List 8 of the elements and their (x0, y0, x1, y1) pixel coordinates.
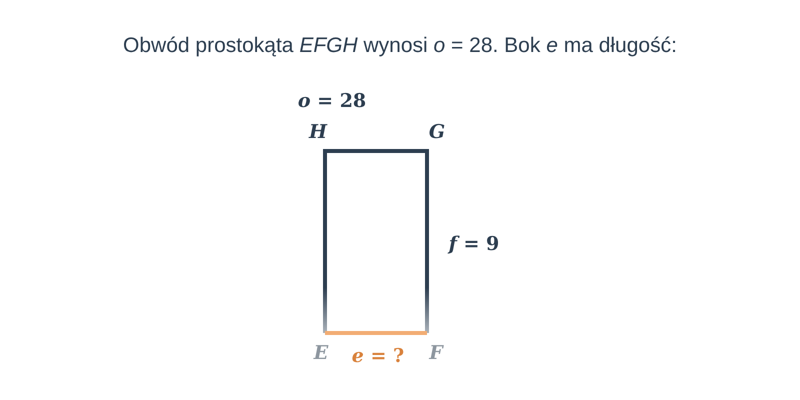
vertex-label: G (428, 121, 446, 143)
vertex-label: E (314, 342, 328, 364)
side-label: f = 9 (448, 233, 500, 255)
perimeter-label: o = 28 (298, 90, 366, 112)
vertex-label: H (309, 121, 327, 143)
side-label: e = ? (352, 345, 404, 367)
question-text: Obwód prostokąta EFGH wynosi o = 28. Bok e ma długość: (122, 34, 678, 58)
vertex-label: F (429, 342, 443, 364)
